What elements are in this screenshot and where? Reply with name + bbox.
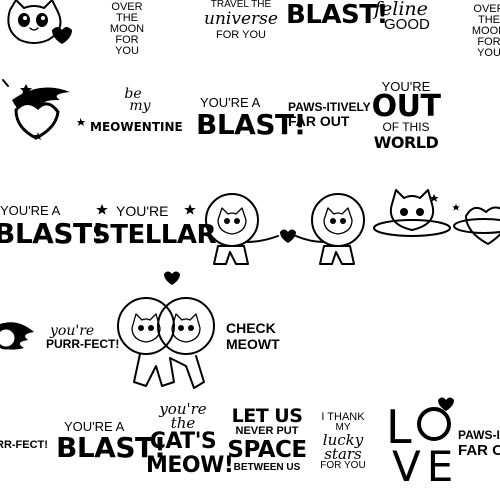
phrase-line: BETWEEN US bbox=[233, 462, 301, 473]
phrase-line: CAT'S bbox=[149, 429, 217, 454]
pawsitively-bottom: PAWS-IT FAR OU bbox=[458, 428, 500, 458]
blast-3: BLAST! bbox=[56, 431, 166, 464]
youre-purrfect: you're PURR-FECT! bbox=[46, 324, 119, 350]
travel-universe: TRAVEL THE universe FOR YOU bbox=[196, 0, 286, 41]
blast-top: BLAST! bbox=[286, 0, 388, 30]
phrase-line: MEOWT bbox=[226, 336, 280, 352]
phrase-line: FOR bbox=[477, 36, 500, 48]
phrase-line: PAWS-ITIVELY bbox=[288, 100, 371, 114]
love-l: L bbox=[386, 400, 412, 454]
phrase-line: FAR OUT bbox=[288, 113, 350, 129]
phrase-line: be bbox=[124, 86, 142, 102]
blast-2: BLAST! bbox=[0, 217, 104, 250]
thank-my-lucky-stars: I THANK MY lucky stars FOR YOU bbox=[306, 412, 380, 471]
phrase-line: FAR OU bbox=[458, 442, 500, 459]
phrase-line: MEOW! bbox=[146, 453, 234, 478]
astronaut-cats-icon bbox=[205, 193, 365, 265]
phrase-line: my bbox=[129, 98, 151, 114]
phrase-line: WORLD bbox=[373, 133, 439, 152]
phrase-line: CHECK bbox=[226, 320, 276, 336]
phrase-line: OVER bbox=[473, 3, 500, 15]
cat-planet-icon bbox=[373, 189, 451, 237]
phrase-line: YOU bbox=[477, 47, 500, 59]
phrase-line: OUT bbox=[371, 89, 441, 124]
heart-comet-icon bbox=[2, 79, 85, 140]
phrase-line: lucky bbox=[322, 431, 364, 449]
phrase-line: stars bbox=[324, 445, 362, 463]
check-meowt: CHECK MEOWT bbox=[226, 320, 280, 352]
youre-the-cats-meow: you're the CAT'S MEOW! bbox=[146, 400, 234, 478]
purrfect-bottom: RR-FECT! bbox=[0, 439, 48, 451]
over-the-moon-right: OVER THE MOON FOR YOU bbox=[464, 4, 500, 59]
phrase-line: MOON bbox=[109, 23, 145, 35]
phrase-line: YOU'RE bbox=[381, 79, 431, 94]
love-ve: VE bbox=[392, 442, 460, 491]
youre-a-1: YOU'RE A bbox=[200, 95, 261, 110]
star-icon bbox=[96, 204, 108, 215]
phrase-line: you're bbox=[50, 323, 95, 339]
youre-out-of-this-world: YOU'RE OUT OF THIS WORLD bbox=[370, 80, 442, 151]
phrase-line: FOR YOU bbox=[320, 460, 366, 471]
blast-1: BLAST! bbox=[196, 108, 306, 141]
phrase-line: NEVER PUT bbox=[235, 425, 299, 437]
meowentine: MEOWENTINE bbox=[90, 120, 183, 134]
phrase-line: OF THIS bbox=[382, 120, 430, 134]
over-the-moon-left: OVER THE MOON FOR YOU bbox=[96, 2, 158, 57]
heart-planet-icon bbox=[452, 204, 500, 245]
stellar: STELLAR bbox=[92, 220, 217, 250]
phrase-line: PAWS-IT bbox=[458, 428, 500, 442]
phrase-line: MOON bbox=[471, 25, 500, 37]
youre-2: YOU'RE bbox=[116, 203, 169, 219]
youre-a-3: YOU'RE A bbox=[64, 419, 125, 434]
heart-icon bbox=[417, 397, 454, 441]
pawsitively: PAWS-ITIVELY FAR OUT bbox=[288, 100, 371, 128]
be-my: be my bbox=[114, 86, 152, 114]
phrase-line: you're bbox=[159, 400, 207, 418]
phrase-line: universe bbox=[204, 9, 278, 29]
phrase-line: OVER bbox=[111, 1, 143, 13]
feline-good: feline GOOD bbox=[374, 0, 430, 32]
star-icon bbox=[184, 204, 196, 215]
astronaut-cats-hug-icon bbox=[117, 271, 215, 389]
phrase-line: FOR YOU bbox=[216, 29, 266, 41]
phrase-line: feline bbox=[374, 0, 428, 20]
phrase-line: GOOD bbox=[384, 16, 430, 33]
phrase-line: PURR-FECT! bbox=[46, 337, 120, 351]
phrase-line: FOR bbox=[115, 34, 139, 46]
phrase-line: THE bbox=[478, 14, 500, 26]
phrase-line: I THANK bbox=[321, 411, 365, 423]
phrase-line: THE bbox=[116, 12, 138, 24]
let-us-never-put-space: LET US NEVER PUT SPACE BETWEEN US bbox=[222, 406, 312, 473]
phrase-line: YOU bbox=[115, 45, 139, 57]
phrase-line: SPACE bbox=[227, 437, 307, 463]
youre-a-2: YOU'RE A bbox=[0, 203, 61, 218]
comet-icon bbox=[0, 322, 34, 350]
phrase-line: LET US bbox=[231, 405, 303, 427]
phrase-line: TRAVEL THE bbox=[210, 0, 272, 10]
phrase-line: MY bbox=[335, 422, 351, 433]
cat-face-icon bbox=[7, 0, 72, 44]
phrase-line: the bbox=[170, 414, 196, 432]
